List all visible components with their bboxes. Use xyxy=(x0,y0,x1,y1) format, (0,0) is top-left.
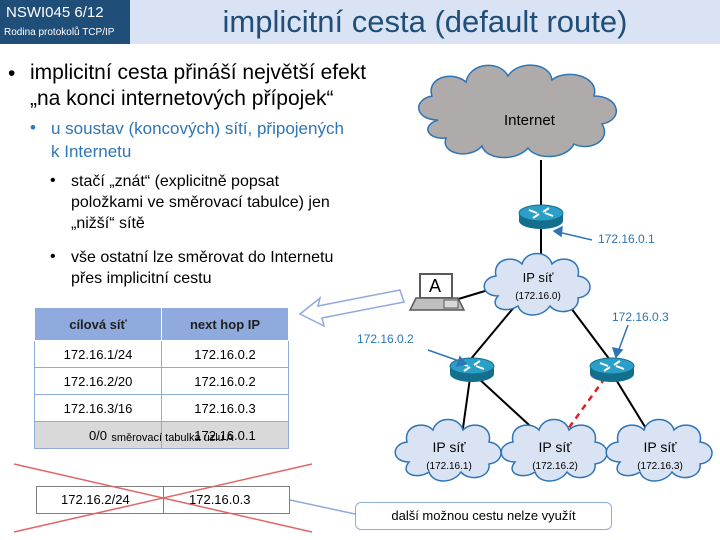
bullet-dot: • xyxy=(8,62,16,85)
crossed-route-row: 172.16.2/24 172.16.0.3 xyxy=(36,486,290,514)
bullet-dot: • xyxy=(30,118,36,137)
slide-title: implicitní cesta (default route) xyxy=(130,0,720,44)
cloud-net: (172.16.2) xyxy=(532,461,578,472)
bullet-1: implicitní cesta přináší největší efekt„… xyxy=(30,61,367,110)
router-right xyxy=(589,357,635,383)
cloud-net: (172.16.3) xyxy=(637,461,683,472)
cloud-label: IP síť xyxy=(432,439,466,455)
cloud-label: IP síť xyxy=(538,439,572,455)
ip-label-left: 172.16.0.2 xyxy=(357,332,414,346)
course-code: NSWI045 6/12 xyxy=(6,4,104,21)
cloud-label: IP síť xyxy=(643,439,677,455)
pointer-arrow xyxy=(298,289,405,328)
internet-label: Internet xyxy=(504,112,555,129)
bullet-dot: • xyxy=(50,172,56,189)
ip-label-gateway: 172.16.0.1 xyxy=(598,232,655,246)
router-left xyxy=(449,357,495,383)
ip-label-right: 172.16.0.3 xyxy=(612,310,669,324)
col-header-dest: cílová síť xyxy=(34,307,162,341)
col-header-nexthop: next hop IP xyxy=(161,307,289,341)
header-badge: NSWI045 6/12 Rodina protokolů TCP/IP xyxy=(0,0,130,44)
node-a-label: A xyxy=(429,276,442,296)
cloud-label: IP síť xyxy=(522,270,554,285)
bullet-dot: • xyxy=(50,248,56,265)
unused-link xyxy=(558,377,607,441)
table-caption: směrovací tabulka uzlu A xyxy=(111,432,234,444)
callout-note: další možnou cestu nelze využít xyxy=(355,502,612,530)
course-subtitle: Rodina protokolů TCP/IP xyxy=(4,27,115,38)
cloud-net: (172.16.1) xyxy=(426,461,472,472)
cloud-net: (172.16.0) xyxy=(515,291,561,302)
router-gateway xyxy=(518,204,564,230)
